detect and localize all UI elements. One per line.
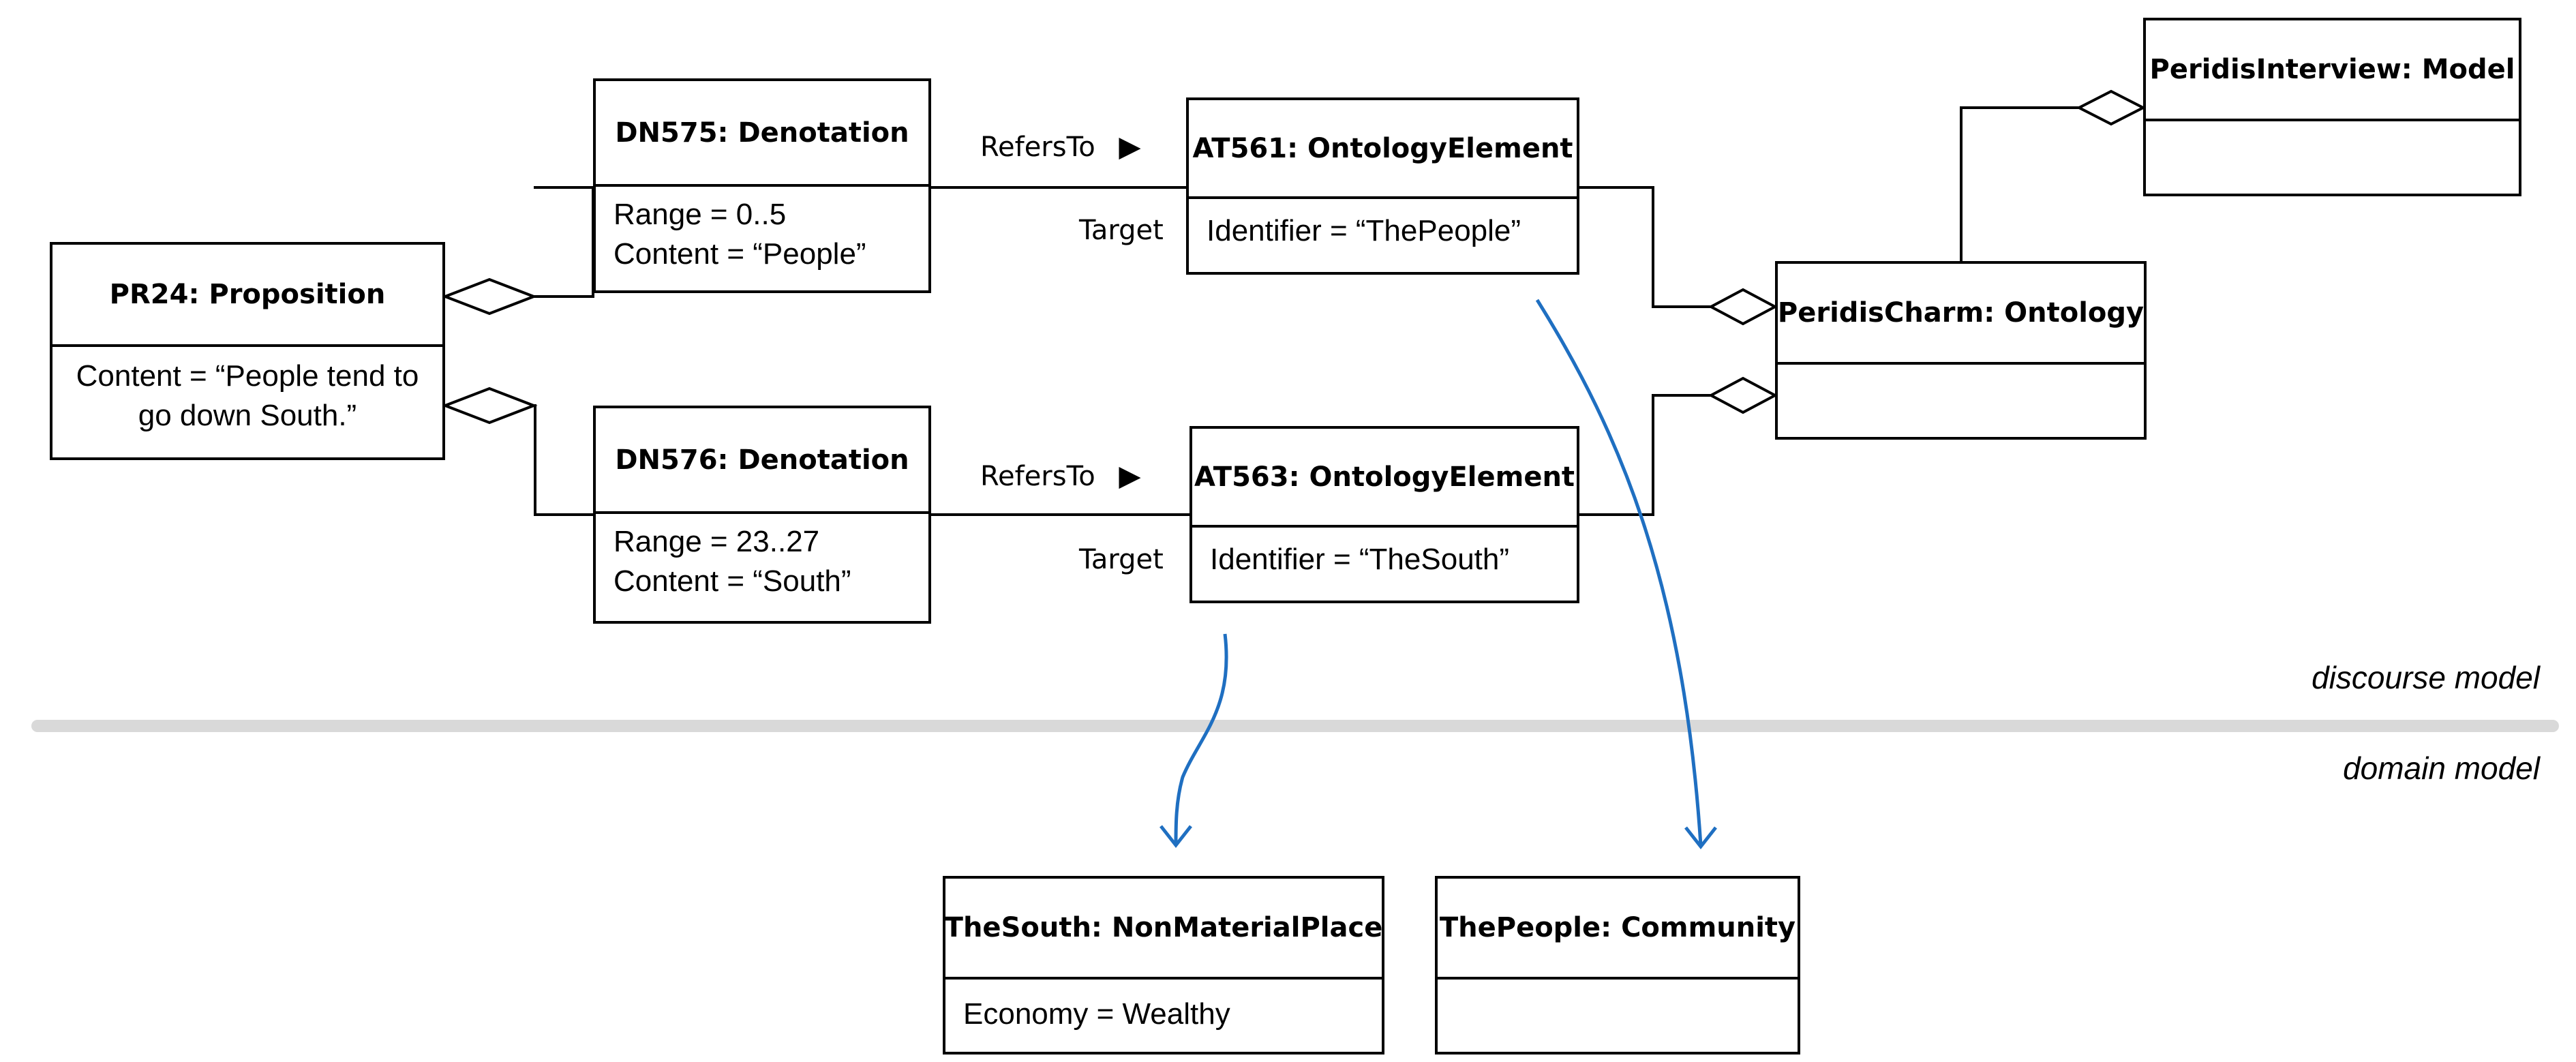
direction-arrow-icon: ▶ — [1119, 459, 1141, 492]
label-refers-to-1: RefersTo ▶ — [980, 130, 1141, 163]
mapping-arrowhead-thesouth — [1160, 825, 1192, 849]
layer-label-discourse: discourse model — [2312, 660, 2540, 695]
layer-label-domain: domain model — [2343, 750, 2540, 786]
aggregation-diamond-at563-charm — [1708, 376, 1778, 414]
object-attributes: Range = 23..27 Content = “South” — [596, 514, 928, 609]
refers-to-label: RefersTo — [980, 461, 1095, 492]
object-title: TheSouth: NonMaterialPlace — [945, 879, 1382, 980]
object-title: ThePeople: Community — [1438, 879, 1798, 980]
object-attributes: Content = “People tend to go down South.… — [52, 347, 442, 445]
link-at561-charm — [1579, 186, 1711, 308]
attribute: Identifier = “ThePeople” — [1207, 214, 1521, 247]
aggregation-diamond-pr24-dn575 — [441, 277, 538, 316]
link-at563-charm — [1579, 394, 1711, 516]
object-the-people: ThePeople: Community — [1435, 876, 1800, 1055]
object-title: PR24: Proposition — [52, 245, 442, 347]
link-charm-interview — [1960, 106, 2079, 262]
mapping-arrow-at563-thesouth — [1174, 633, 1228, 845]
mapping-arrowhead-thepeople — [1684, 826, 1717, 850]
mapping-arrow-at561-thepeople — [1535, 299, 1703, 846]
object-title: PeridisCharm: Ontology — [1778, 264, 2144, 365]
object-dn575: DN575: Denotation Range = 0..5 Content =… — [593, 78, 931, 293]
object-peridis-charm: PeridisCharm: Ontology — [1775, 261, 2147, 440]
object-attributes: Identifier = “ThePeople” — [1189, 199, 1577, 259]
object-title: AT563: OntologyElement — [1192, 429, 1577, 528]
object-the-south: TheSouth: NonMaterialPlace Economy = Wea… — [943, 876, 1384, 1055]
object-attributes: Economy = Wealthy — [945, 980, 1382, 1042]
attribute: Range = 23..27 — [613, 525, 820, 558]
object-attributes: Identifier = “TheSouth” — [1192, 528, 1577, 588]
direction-arrow-icon: ▶ — [1119, 130, 1141, 163]
link-pr24-dn576 — [534, 404, 593, 516]
attribute: Economy = Wealthy — [963, 997, 1230, 1031]
object-attributes: Range = 0..5 Content = “People” — [596, 187, 928, 282]
label-target-1: Target — [1079, 215, 1164, 246]
link-pr24-dn575 — [534, 187, 594, 298]
object-at563: AT563: OntologyElement Identifier = “The… — [1189, 426, 1579, 603]
object-title: AT561: OntologyElement — [1189, 100, 1577, 199]
attribute: Content = “People tend to go down South.… — [76, 359, 419, 432]
object-at561: AT561: OntologyElement Identifier = “The… — [1186, 97, 1579, 275]
attribute: Content = “South” — [613, 564, 851, 598]
object-dn576: DN576: Denotation Range = 23..27 Content… — [593, 406, 931, 624]
attribute: Range = 0..5 — [613, 198, 787, 231]
aggregation-diamond-charm-interview — [2076, 89, 2147, 126]
label-refers-to-2: RefersTo ▶ — [980, 459, 1141, 492]
object-title: DN575: Denotation — [596, 81, 928, 187]
label-target-2: Target — [1079, 544, 1164, 575]
object-pr24: PR24: Proposition Content = “People tend… — [50, 242, 445, 460]
attribute: Identifier = “TheSouth” — [1210, 543, 1510, 576]
aggregation-diamond-pr24-dn576 — [441, 386, 538, 425]
attribute: Content = “People” — [613, 237, 866, 271]
refers-to-label: RefersTo — [980, 132, 1095, 163]
object-peridis-interview: PeridisInterview: Model — [2143, 18, 2521, 196]
object-title: PeridisInterview: Model — [2146, 20, 2519, 121]
object-title: DN576: Denotation — [596, 408, 928, 514]
aggregation-diamond-at561-charm — [1708, 288, 1778, 326]
